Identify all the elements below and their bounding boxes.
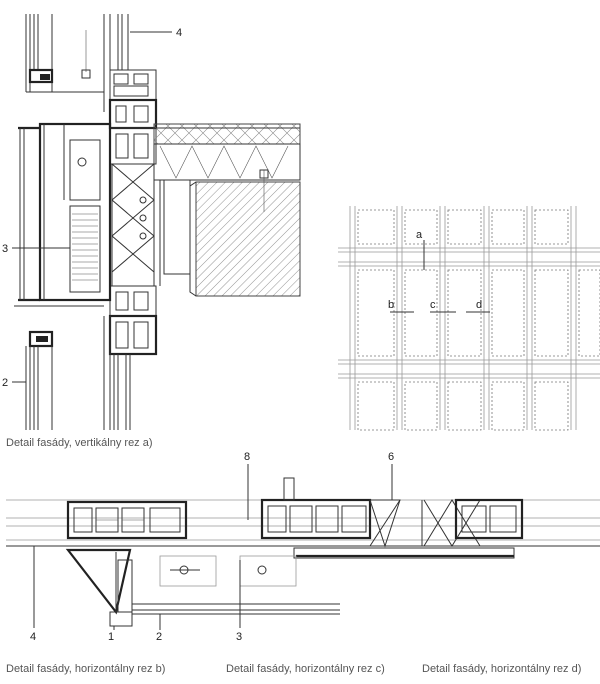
caption-horizontal-b: Detail fasády, horizontálny rez b) <box>6 663 165 675</box>
fire-barrier <box>111 163 155 287</box>
section-marker-b: b <box>388 299 394 311</box>
facade-elevation: a b c d <box>338 206 600 431</box>
section-markers: a b c d <box>388 229 490 313</box>
caption-horizontal-d: Detail fasády, horizontálny rez d) <box>422 663 581 675</box>
upper-glazing <box>25 14 129 112</box>
section-marker-a: a <box>416 229 423 241</box>
elevation-grid <box>338 206 600 431</box>
callout-4: 4 <box>176 27 182 39</box>
callout-h3: 3 <box>236 631 242 643</box>
section-marker-d: d <box>476 299 482 311</box>
horizontal-section-d: Detail fasády, horizontálny rez d) <box>421 498 581 675</box>
callout-h1: 1 <box>108 631 114 643</box>
sunshade-cassette <box>18 122 112 302</box>
vertical-section-a: 4 3 2 Detail fasády, vertikálny rez a) <box>2 14 301 449</box>
callout-h8: 8 <box>244 451 250 463</box>
horizontal-section-b: 4 1 2 Detail fasády, horizontálny rez b) <box>6 500 340 675</box>
callout-h6: 6 <box>388 451 394 463</box>
caption-horizontal-c: Detail fasády, horizontálny rez c) <box>226 663 385 675</box>
mullion-profiles <box>108 69 158 430</box>
horizontal-sections: 4 1 2 Detail fasády, horizontálny rez b)… <box>6 451 600 675</box>
caption-vertical-a: Detail fasády, vertikálny rez a) <box>6 437 153 449</box>
lower-glazing <box>14 305 111 430</box>
callout-h4: 4 <box>30 631 36 643</box>
horizontal-section-c: 8 6 3 Detail fasády, horizontálny rez c) <box>226 451 515 675</box>
floor-slab <box>153 123 301 297</box>
callout-2: 2 <box>2 377 8 389</box>
callout-3: 3 <box>2 243 8 255</box>
section-marker-c: c <box>430 299 436 311</box>
vertical-callouts: 4 3 2 <box>2 27 182 389</box>
callout-h2: 2 <box>156 631 162 643</box>
